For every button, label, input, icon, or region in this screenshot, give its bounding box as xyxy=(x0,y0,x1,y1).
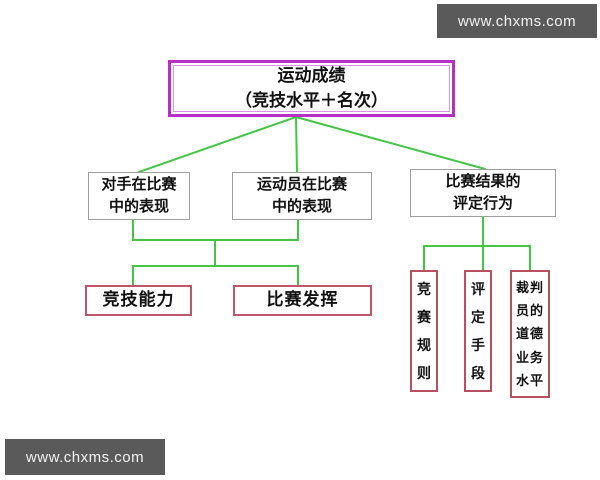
node-sports-performance: 运动成绩 （竞技水平＋名次） xyxy=(168,60,455,117)
node-competitive-ability: 竞技能力 xyxy=(85,285,192,316)
watermark-top-right: www.chxms.com xyxy=(437,4,597,38)
node-referee-ethics-level: 裁判 员的 道德 业务 水平 xyxy=(510,270,550,398)
node-competition-rules: 竞 赛 规 则 xyxy=(410,270,438,392)
node-result-evaluation: 比赛结果的 评定行为 xyxy=(410,169,556,217)
node-athlete-performance: 运动员在比赛 中的表现 xyxy=(232,172,372,220)
node-opponent-performance: 对手在比赛 中的表现 xyxy=(88,172,190,220)
node-sports-performance-label: 运动成绩 （竞技水平＋名次） xyxy=(173,65,450,112)
node-evaluation-means: 评 定 手 段 xyxy=(464,270,492,392)
watermark-bottom-left: www.chxms.com xyxy=(5,439,165,475)
node-competition-play: 比赛发挥 xyxy=(233,285,372,316)
